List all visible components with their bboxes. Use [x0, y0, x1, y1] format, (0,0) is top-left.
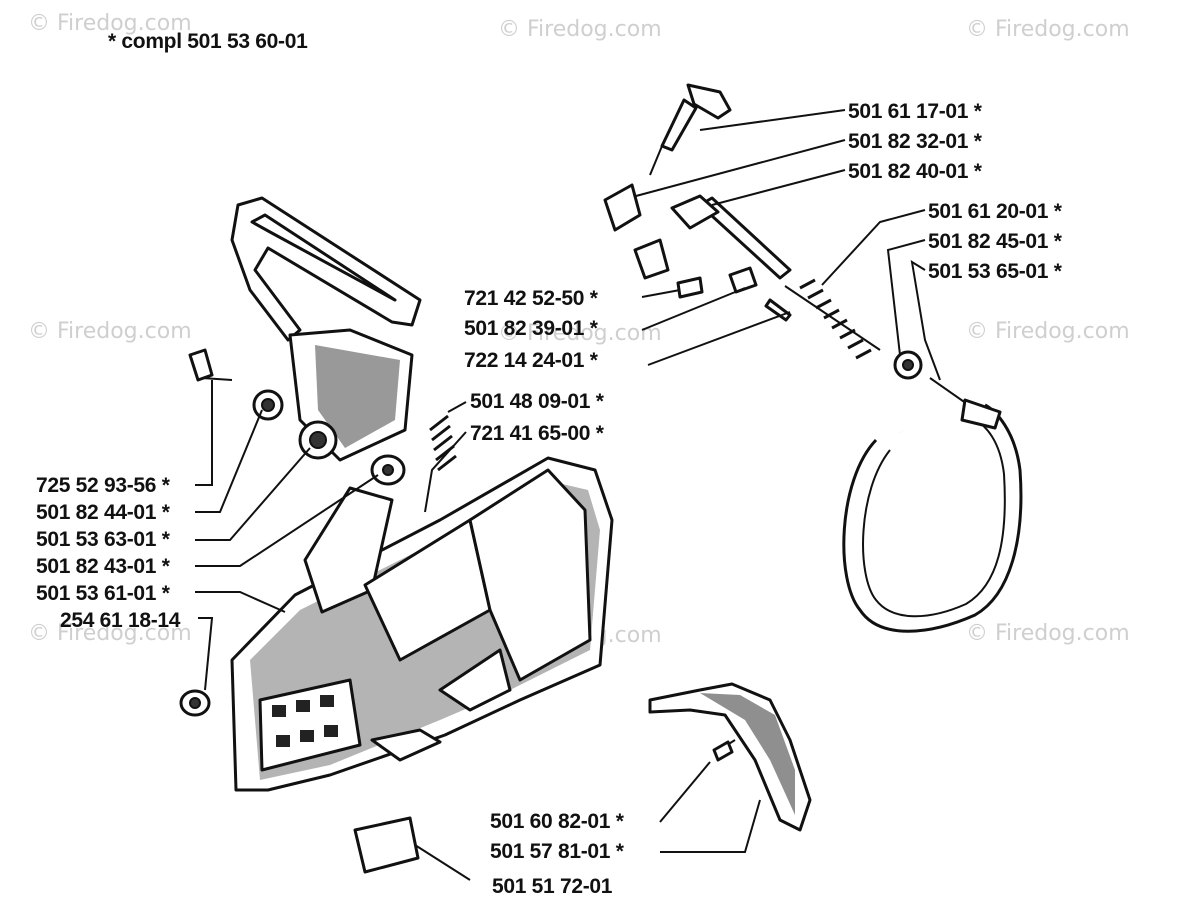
- part-label: 501 53 65-01 *: [928, 260, 1063, 283]
- part-label: 501 48 09-01 *: [470, 390, 605, 413]
- watermark: © Firedog.com: [28, 319, 192, 344]
- part-label: 501 82 44-01 *: [36, 501, 171, 524]
- brake-handle: [648, 682, 812, 832]
- clutch-cover: [179, 456, 614, 792]
- brake-band: [842, 377, 1023, 633]
- part-label: 501 57 81-01 *: [490, 840, 625, 863]
- watermark: © Firedog.com: [28, 11, 192, 36]
- part-label: 501 82 40-01 *: [848, 160, 983, 183]
- part-label: 501 60 82-01 *: [490, 810, 625, 833]
- part-labels: 501 61 17-01 * 501 82 32-01 * 501 82 40-…: [36, 100, 1063, 898]
- part-label: 254 61 18-14: [60, 609, 181, 632]
- part-label: 501 82 45-01 *: [928, 230, 1063, 253]
- small-spring: [429, 414, 457, 472]
- watermark: © Firedog.com: [966, 17, 1130, 42]
- bar-nut: [353, 816, 471, 881]
- part-label: 501 61 20-01 *: [928, 200, 1063, 223]
- watermark: © Firedog.com: [28, 621, 192, 646]
- part-label: 501 61 17-01 *: [848, 100, 983, 123]
- brake-spring-assembly: [670, 194, 923, 380]
- watermark: © Firedog.com: [498, 17, 662, 42]
- part-label: 721 42 52-50 *: [464, 287, 599, 310]
- watermark: © Firedog.com: [498, 321, 662, 346]
- watermark: © Firedog.com: [966, 621, 1130, 646]
- part-label: 501 53 63-01 *: [36, 528, 171, 551]
- part-label: 501 82 39-01 *: [464, 317, 599, 340]
- part-label: 725 52 93-56 *: [36, 474, 171, 497]
- part-label: 722 14 24-01 *: [464, 349, 599, 372]
- part-label: 501 51 72-01: [492, 875, 613, 898]
- part-label: 501 82 32-01 *: [848, 130, 983, 153]
- watermark: © Firedog.com: [966, 319, 1130, 344]
- part-label: 501 53 61-01 *: [36, 582, 171, 605]
- part-label: 721 41 65-00 *: [470, 422, 605, 445]
- kit-label: * compl 501 53 60-01: [108, 30, 308, 53]
- handguard: [230, 196, 422, 462]
- leader-lines: [195, 109, 941, 853]
- part-label: 501 82 43-01 *: [36, 555, 171, 578]
